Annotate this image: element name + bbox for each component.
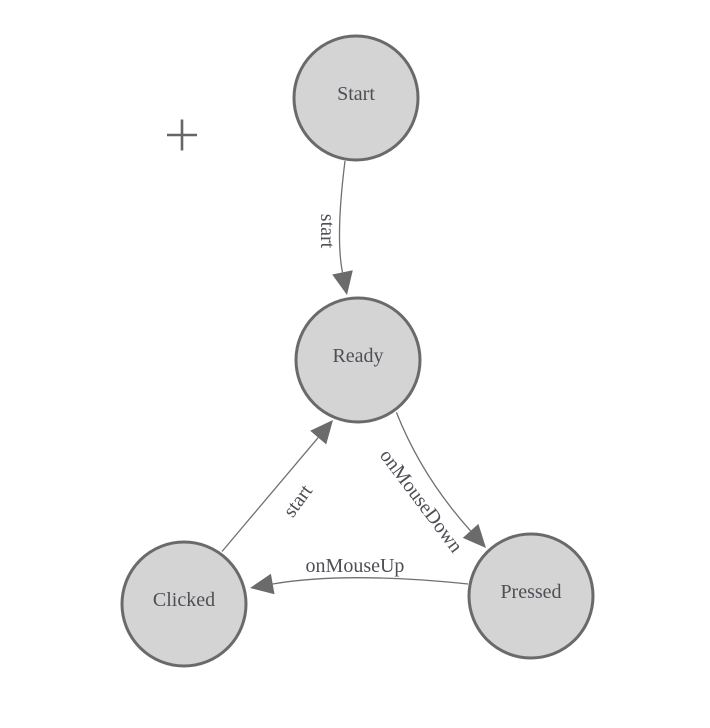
node-ready[interactable]: Ready — [294, 296, 422, 424]
node-start[interactable]: Start — [292, 34, 420, 162]
edge-label-onmouseup: onMouseUp — [306, 555, 405, 577]
arrowhead-into-ready-top — [332, 270, 353, 295]
node-label-start: Start — [337, 83, 375, 105]
edge-ready-to-pressed: onMouseDown — [375, 412, 486, 557]
edge-clicked-to-ready: start — [221, 420, 333, 552]
arrowhead-into-pressed — [462, 523, 486, 548]
plus-crosshair-icon — [167, 119, 197, 151]
edge-label-start-bottom: start — [279, 480, 317, 521]
arrowhead-into-ready-bottom — [310, 420, 333, 445]
node-clicked[interactable]: Clicked — [120, 540, 248, 668]
node-label-ready: Ready — [332, 345, 383, 367]
node-label-clicked: Clicked — [153, 589, 215, 611]
edge-pressed-to-clicked: onMouseUp — [250, 555, 469, 595]
node-pressed[interactable]: Pressed — [467, 532, 595, 660]
arrowhead-into-clicked — [250, 573, 275, 595]
edge-start-to-ready: start — [316, 160, 353, 295]
node-label-pressed: Pressed — [500, 581, 561, 603]
edge-label-start-top: start — [316, 214, 338, 249]
